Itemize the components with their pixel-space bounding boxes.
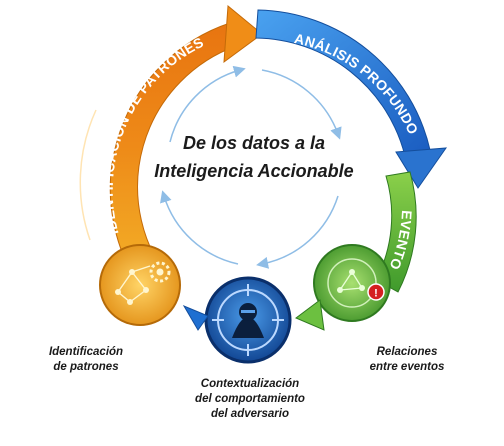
blue-arc	[255, 9, 448, 189]
orange-arc	[79, 4, 263, 301]
alert-icon	[367, 283, 385, 301]
network-gear-icon	[99, 244, 181, 326]
center-title-line2: Inteligencia Accionable	[154, 161, 353, 181]
hacker-crosshair-icon	[204, 276, 292, 364]
caption-event-relations: Relaciones entre eventos	[369, 346, 445, 373]
center-title-line1: De los datos a la	[183, 133, 325, 153]
blue-arrowhead	[182, 304, 209, 331]
event-network-alert-icon: !	[313, 244, 391, 322]
inner-cycle-arrows	[160, 65, 342, 269]
caption-pattern-identification: Identificación de patrones	[48, 346, 124, 373]
svg-text:!: !	[374, 288, 378, 300]
green-arrowhead	[295, 299, 325, 331]
caption-adversary-context: Contextualización del comportamiento del…	[195, 378, 305, 420]
